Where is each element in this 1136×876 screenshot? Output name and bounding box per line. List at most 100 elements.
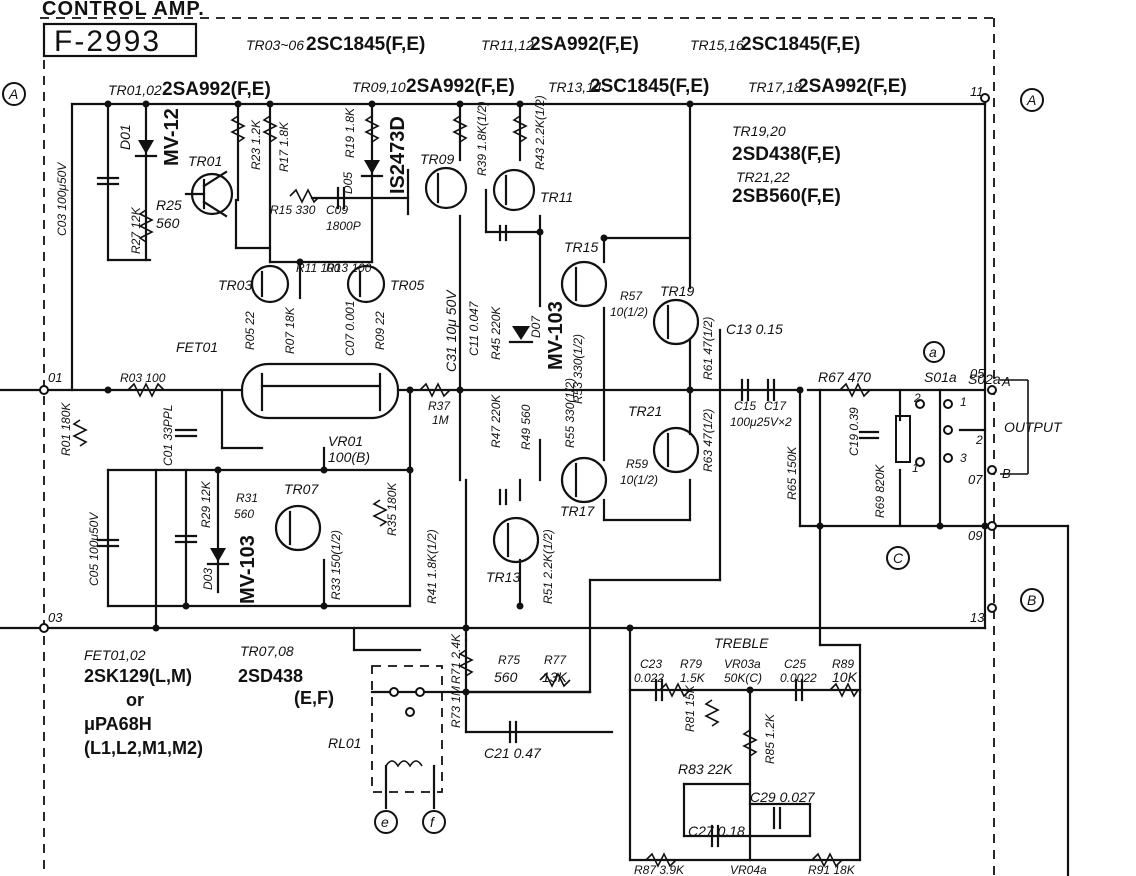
label-s01a-pos-2: 2 xyxy=(913,391,921,405)
label-node-03: 03 xyxy=(48,610,63,625)
label-vr04a: VR04a xyxy=(730,863,767,876)
label-r09: R09 22 xyxy=(373,311,387,350)
label-r45: R45 220K xyxy=(489,306,503,360)
type-ref: TR15,16 xyxy=(690,37,744,53)
transistor-tr07: TR07 xyxy=(274,481,322,552)
label-tr05: TR05 xyxy=(390,277,424,293)
junction-dots xyxy=(104,100,989,696)
label-r55: R55 330(1/2) xyxy=(563,378,577,448)
type-ref: TR21,22 xyxy=(736,169,790,185)
label-r13: R13 100 xyxy=(326,261,372,275)
label-r65: R65 150K xyxy=(785,446,799,500)
label-r35: R35 180K xyxy=(385,482,399,536)
label-vr01: VR01 xyxy=(328,433,363,449)
edge-terminals xyxy=(39,93,997,633)
board-outline xyxy=(40,17,995,876)
label-tr09: TR09 xyxy=(420,151,454,167)
label-r77-value: 13K xyxy=(542,669,568,685)
type-ref: TR01,02 xyxy=(108,82,162,98)
label-tr07: TR07 xyxy=(284,481,319,497)
connector-b-right: B xyxy=(1020,588,1044,612)
label-r41: R41 1.8K(1/2) xyxy=(425,529,439,604)
label-node-07: 07 xyxy=(968,472,983,487)
label-r17: R17 1.8K xyxy=(277,121,291,172)
label-r81: R81 15K xyxy=(683,684,697,732)
type-ref: TR09,10 xyxy=(352,79,406,95)
label-c27: C27 0.18 xyxy=(688,823,745,839)
label-d01: D01 xyxy=(117,124,133,150)
label-r37-value: 1M xyxy=(432,413,449,427)
transistor-tr09: TR09 xyxy=(420,151,468,210)
label-mv103-d03: MV-103 xyxy=(237,535,259,604)
label-node-09: 09 xyxy=(968,528,982,543)
label-c11: C11 0.047 xyxy=(467,300,481,356)
label-c25: C25 xyxy=(784,657,806,671)
label-r77: R77 xyxy=(544,653,567,667)
fet-note-ref: FET01,02 xyxy=(84,647,146,663)
label-r25-value: 560 xyxy=(156,215,180,231)
label-c31: C31 10μ 50V xyxy=(443,289,459,372)
type-part: 2SC1845(F,E) xyxy=(741,34,860,55)
transistor-tr19: TR19 xyxy=(652,283,700,346)
label-s01a: S01a xyxy=(924,369,957,385)
label-r67: R67 470 xyxy=(818,369,871,385)
label-tr17: TR17 xyxy=(560,503,595,519)
label-r07: R07 18K xyxy=(283,306,297,354)
fet-note-part: 2SK129(L,M) xyxy=(84,666,192,686)
label-c13: C13 0.15 xyxy=(726,321,783,337)
label-r51: R51 2.2K(1/2) xyxy=(541,529,555,604)
label-r43: R43 2.2K(1/2) xyxy=(533,95,547,170)
label-switch-pos-3: 3 xyxy=(960,451,967,465)
label-treble: TREBLE xyxy=(714,635,769,651)
fet-note-grades: (L1,L2,M1,M2) xyxy=(84,738,203,758)
transistor-tr13: TR13 xyxy=(486,516,540,585)
fet-note-or: or xyxy=(126,690,144,710)
label-r85: R85 1.2K xyxy=(763,713,777,764)
label-c19: C19 0.39 xyxy=(847,407,861,456)
label-output-a: A xyxy=(1001,374,1011,389)
connector-a-left: A xyxy=(2,82,26,106)
label-vr03a-value: 50K(C) xyxy=(724,671,762,685)
connector-b-right-label: B xyxy=(1027,592,1036,608)
label-c29: C29 0.027 xyxy=(750,789,816,805)
label-switch-pos-2: 2 xyxy=(975,433,983,447)
label-c01: C01 33PPL xyxy=(161,405,175,466)
tr07-note-ref: TR07,08 xyxy=(240,643,294,659)
type-ref: TR19,20 xyxy=(732,123,786,139)
label-r23: R23 1.2K xyxy=(249,119,263,170)
label-d03: D03 xyxy=(201,568,215,590)
transistor-tr03: TR03 xyxy=(218,264,290,304)
label-c09: C09 xyxy=(326,203,348,217)
label-r19: R19 1.8K xyxy=(343,107,357,158)
label-r71: R71 2.4K xyxy=(449,633,463,684)
type-part: 2SA992(F,E) xyxy=(162,79,271,100)
transistor-tr11: TR11 xyxy=(492,168,573,212)
fet-note: FET01,02 2SK129(L,M) or μPA68H (L1,L2,M1… xyxy=(84,643,334,758)
connector-e-label: e xyxy=(381,814,389,830)
transistor-tr01: TR01 xyxy=(184,153,234,218)
model-box xyxy=(42,22,198,58)
label-r73: R73 1M xyxy=(449,686,463,728)
label-tr11: TR11 xyxy=(540,189,573,205)
transistor-tr05: TR05 xyxy=(346,264,424,304)
label-node-01: 01 xyxy=(48,370,62,385)
label-switch-pos-1: 1 xyxy=(960,395,967,409)
label-c15-c17-value: 100μ25V×2 xyxy=(730,415,792,429)
label-node-13: 13 xyxy=(970,610,985,625)
label-fet01: FET01 xyxy=(176,339,218,355)
type-ref: TR17,18 xyxy=(748,79,802,95)
type-part: 2SC1845(F,E) xyxy=(590,76,709,97)
label-node-05: 05 xyxy=(970,366,985,381)
label-r75: R75 xyxy=(498,653,520,667)
connector-a-small-label: a xyxy=(929,344,937,360)
label-is2473d: IS2473D xyxy=(387,116,409,194)
label-r75-value: 560 xyxy=(494,669,518,685)
type-part: 2SA992(F,E) xyxy=(406,76,515,97)
label-r33: R33 150(1/2) xyxy=(329,530,343,600)
type-part: 2SB560(F,E) xyxy=(732,186,841,207)
label-r27: R27 12K xyxy=(129,206,143,254)
label-r31-value: 560 xyxy=(234,507,254,521)
label-c23-value: 0.022 xyxy=(634,671,664,685)
label-r69: R69 820K xyxy=(873,464,887,518)
